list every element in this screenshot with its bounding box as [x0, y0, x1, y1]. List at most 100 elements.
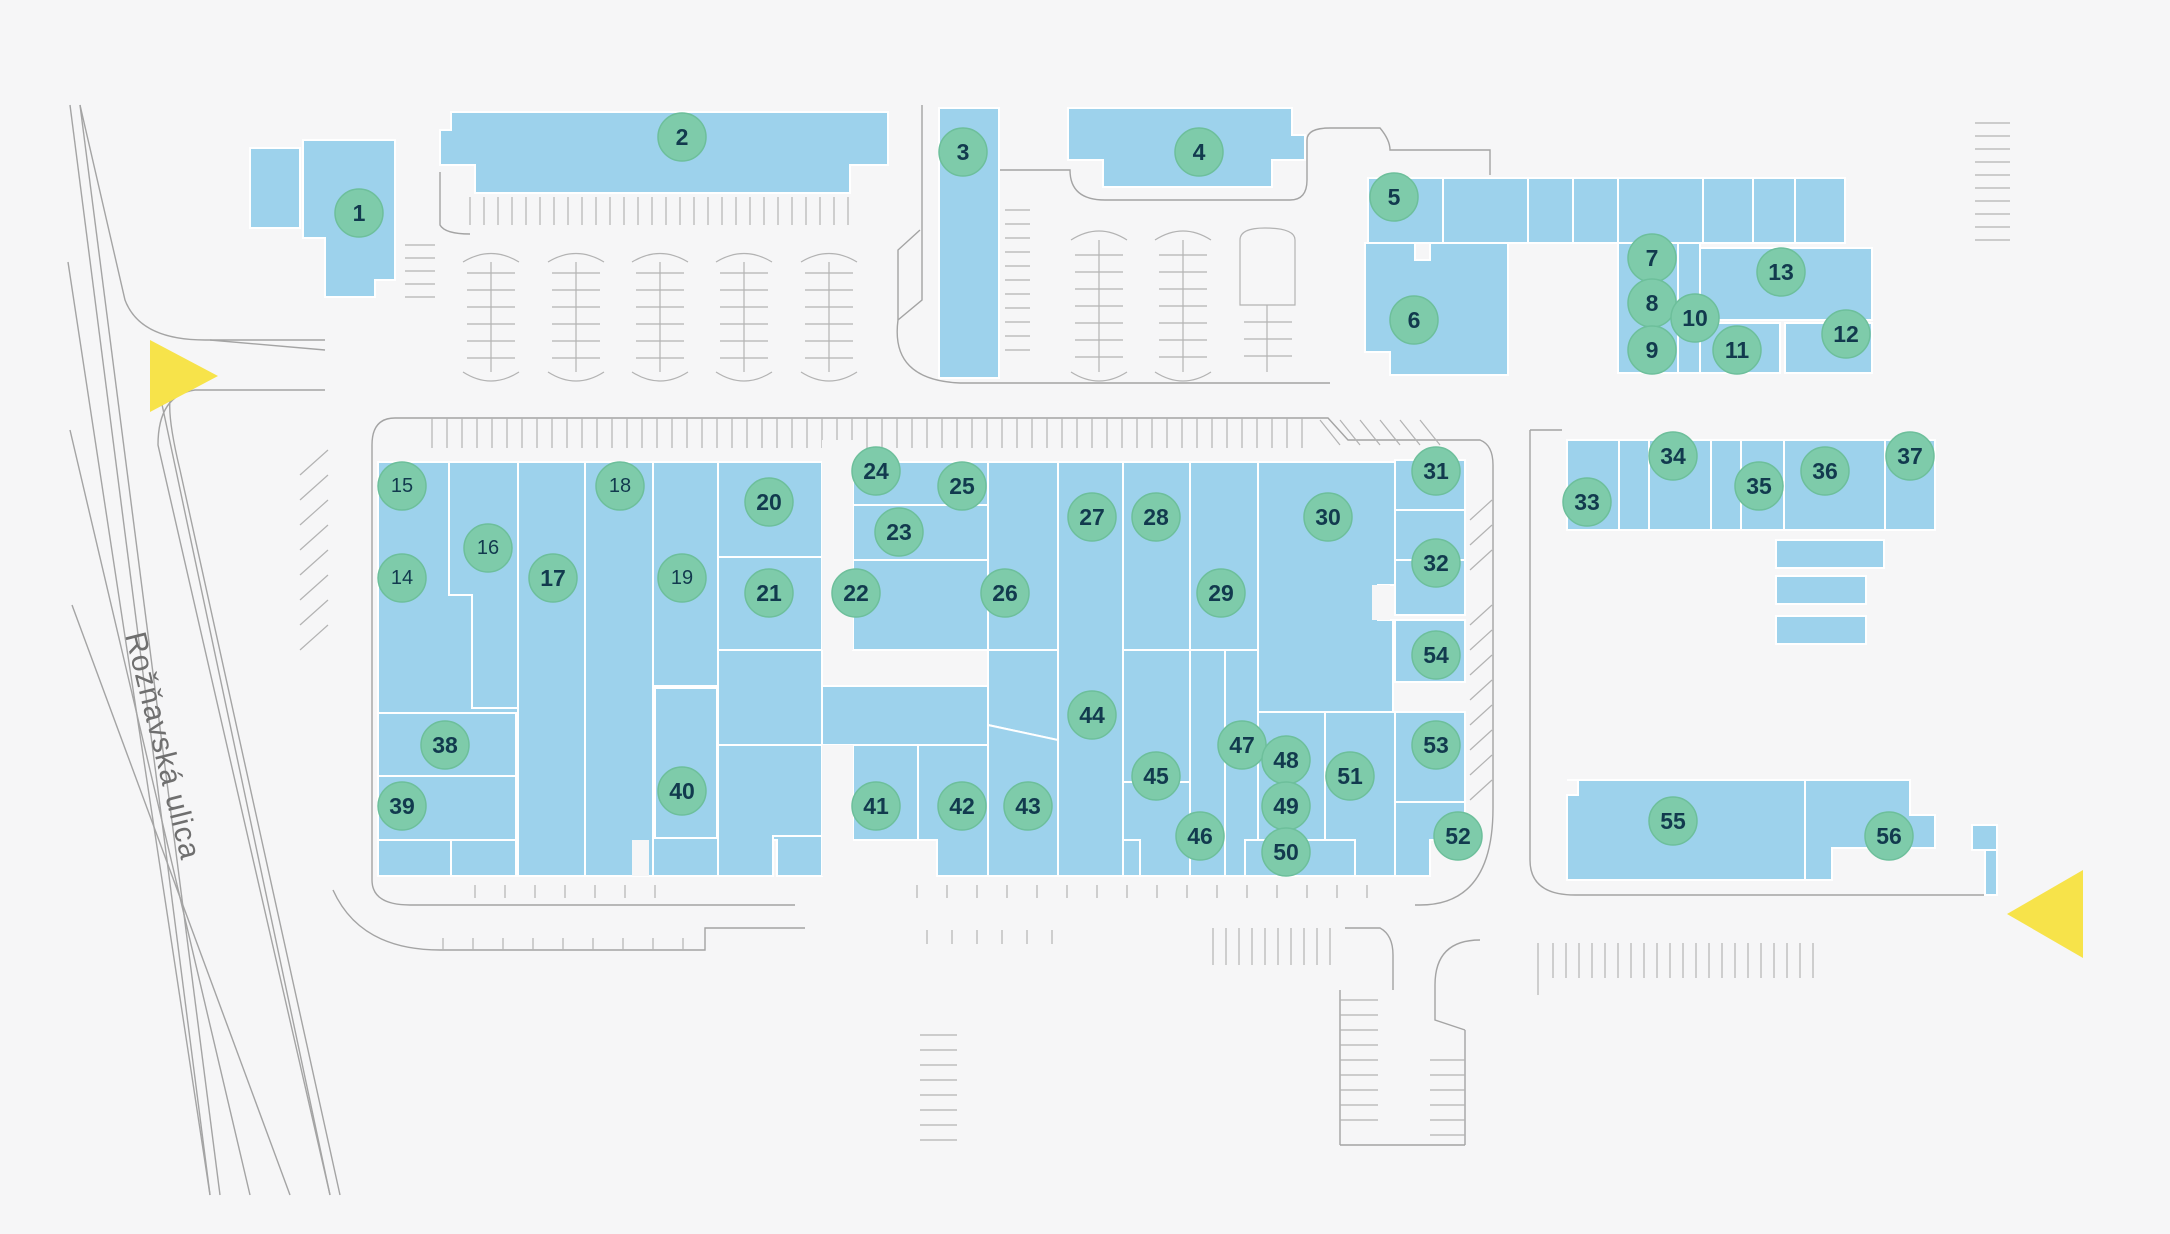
- unit-number: 20: [756, 489, 782, 515]
- marker-circle: [1821, 309, 1871, 359]
- unit-marker-14[interactable]: 14: [377, 553, 427, 603]
- unit-marker-6[interactable]: 6: [1389, 295, 1439, 345]
- unit-number: 17: [540, 565, 566, 591]
- unit-marker-23[interactable]: 23: [874, 507, 924, 557]
- unit-marker-50[interactable]: 50: [1261, 827, 1311, 877]
- unit-marker-22[interactable]: 22: [831, 568, 881, 618]
- unit-marker-30[interactable]: 30: [1303, 492, 1353, 542]
- unit-number: 12: [1833, 321, 1859, 347]
- unit-marker-20[interactable]: 20: [744, 477, 794, 527]
- unit-marker-37[interactable]: 37: [1885, 431, 1935, 481]
- unit-marker-41[interactable]: 41: [851, 781, 901, 831]
- unit-marker-55[interactable]: 55: [1648, 796, 1698, 846]
- unit-marker-1[interactable]: 1: [334, 188, 384, 238]
- marker-circle: [980, 568, 1030, 618]
- unit-number: 13: [1768, 259, 1794, 285]
- unit-marker-19[interactable]: 19: [657, 553, 707, 603]
- unit-marker-51[interactable]: 51: [1325, 751, 1375, 801]
- marker-circle: [938, 127, 988, 177]
- unit-marker-9[interactable]: 9: [1627, 325, 1677, 375]
- unit-marker-5[interactable]: 5: [1369, 172, 1419, 222]
- unit-marker-33[interactable]: 33: [1562, 477, 1612, 527]
- marker-circle: [1411, 538, 1461, 588]
- unit-marker-54[interactable]: 54: [1411, 630, 1461, 680]
- unit-number: 50: [1273, 839, 1299, 865]
- unit-number: 41: [863, 793, 889, 819]
- marker-circle: [1885, 431, 1935, 481]
- unit-marker-53[interactable]: 53: [1411, 720, 1461, 770]
- unit-number: 25: [949, 473, 975, 499]
- unit-marker-56[interactable]: 56: [1864, 811, 1914, 861]
- unit-number: 22: [843, 580, 869, 606]
- unit-marker-38[interactable]: 38: [420, 720, 470, 770]
- unit-number: 48: [1273, 747, 1299, 773]
- unit-marker-47[interactable]: 47: [1217, 720, 1267, 770]
- unit-marker-31[interactable]: 31: [1411, 446, 1461, 496]
- unit-marker-34[interactable]: 34: [1648, 431, 1698, 481]
- unit-marker-13[interactable]: 13: [1756, 247, 1806, 297]
- unit-number: 27: [1079, 504, 1105, 530]
- unit-number: 29: [1208, 580, 1234, 606]
- marker-circle: [1369, 172, 1419, 222]
- unit-number: 36: [1812, 458, 1838, 484]
- marker-circle: [377, 781, 427, 831]
- unit-marker-7[interactable]: 7: [1627, 233, 1677, 283]
- unit-number: 24: [863, 458, 889, 484]
- unit-marker-3[interactable]: 3: [938, 127, 988, 177]
- unit-marker-48[interactable]: 48: [1261, 735, 1311, 785]
- unit-number: 46: [1187, 823, 1213, 849]
- marker-circle: [1411, 446, 1461, 496]
- unit-marker-43[interactable]: 43: [1003, 781, 1053, 831]
- unit-marker-29[interactable]: 29: [1196, 568, 1246, 618]
- unit-marker-39[interactable]: 39: [377, 781, 427, 831]
- marker-circle: [334, 188, 384, 238]
- marker-circle: [1864, 811, 1914, 861]
- unit-marker-32[interactable]: 32: [1411, 538, 1461, 588]
- unit-number: 40: [669, 778, 695, 804]
- unit-marker-4[interactable]: 4: [1174, 127, 1224, 177]
- unit-marker-44[interactable]: 44: [1067, 690, 1117, 740]
- unit-number: 35: [1746, 473, 1772, 499]
- marker-circle: [1067, 492, 1117, 542]
- unit-marker-42[interactable]: 42: [937, 781, 987, 831]
- unit-marker-18[interactable]: 18: [595, 461, 645, 511]
- unit-number: 5: [1388, 184, 1401, 210]
- marker-circle: [1131, 492, 1181, 542]
- unit-marker-17[interactable]: 17: [528, 553, 578, 603]
- unit-marker-25[interactable]: 25: [937, 461, 987, 511]
- unit-number: 7: [1646, 245, 1659, 271]
- unit-marker-36[interactable]: 36: [1800, 446, 1850, 496]
- unit-marker-11[interactable]: 11: [1712, 325, 1762, 375]
- marker-circle: [377, 553, 427, 603]
- marker-circle: [831, 568, 881, 618]
- marker-circle: [1389, 295, 1439, 345]
- unit-marker-27[interactable]: 27: [1067, 492, 1117, 542]
- marker-circle: [1411, 630, 1461, 680]
- unit-number: 26: [992, 580, 1018, 606]
- unit-marker-15[interactable]: 15: [377, 461, 427, 511]
- unit-marker-24[interactable]: 24: [851, 446, 901, 496]
- unit-number: 34: [1660, 443, 1686, 469]
- unit-number: 10: [1682, 305, 1708, 331]
- unit-marker-10[interactable]: 10: [1670, 293, 1720, 343]
- unit-marker-12[interactable]: 12: [1821, 309, 1871, 359]
- marker-circle: [377, 461, 427, 511]
- unit-marker-40[interactable]: 40: [657, 766, 707, 816]
- unit-marker-16[interactable]: 16: [463, 523, 513, 573]
- unit-marker-52[interactable]: 52: [1433, 811, 1483, 861]
- unit-marker-21[interactable]: 21: [744, 568, 794, 618]
- unit-marker-28[interactable]: 28: [1131, 492, 1181, 542]
- unit-marker-45[interactable]: 45: [1131, 751, 1181, 801]
- unit-marker-2[interactable]: 2: [657, 112, 707, 162]
- unit-marker-8[interactable]: 8: [1627, 278, 1677, 328]
- unit-marker-49[interactable]: 49: [1261, 781, 1311, 831]
- unit-marker-26[interactable]: 26: [980, 568, 1030, 618]
- unit-number: 51: [1337, 763, 1363, 789]
- unit-marker-46[interactable]: 46: [1175, 811, 1225, 861]
- unit-number: 31: [1423, 458, 1449, 484]
- unit-number: 52: [1445, 823, 1471, 849]
- marker-circle: [744, 568, 794, 618]
- unit-marker-35[interactable]: 35: [1734, 461, 1784, 511]
- unit-number: 16: [477, 537, 499, 559]
